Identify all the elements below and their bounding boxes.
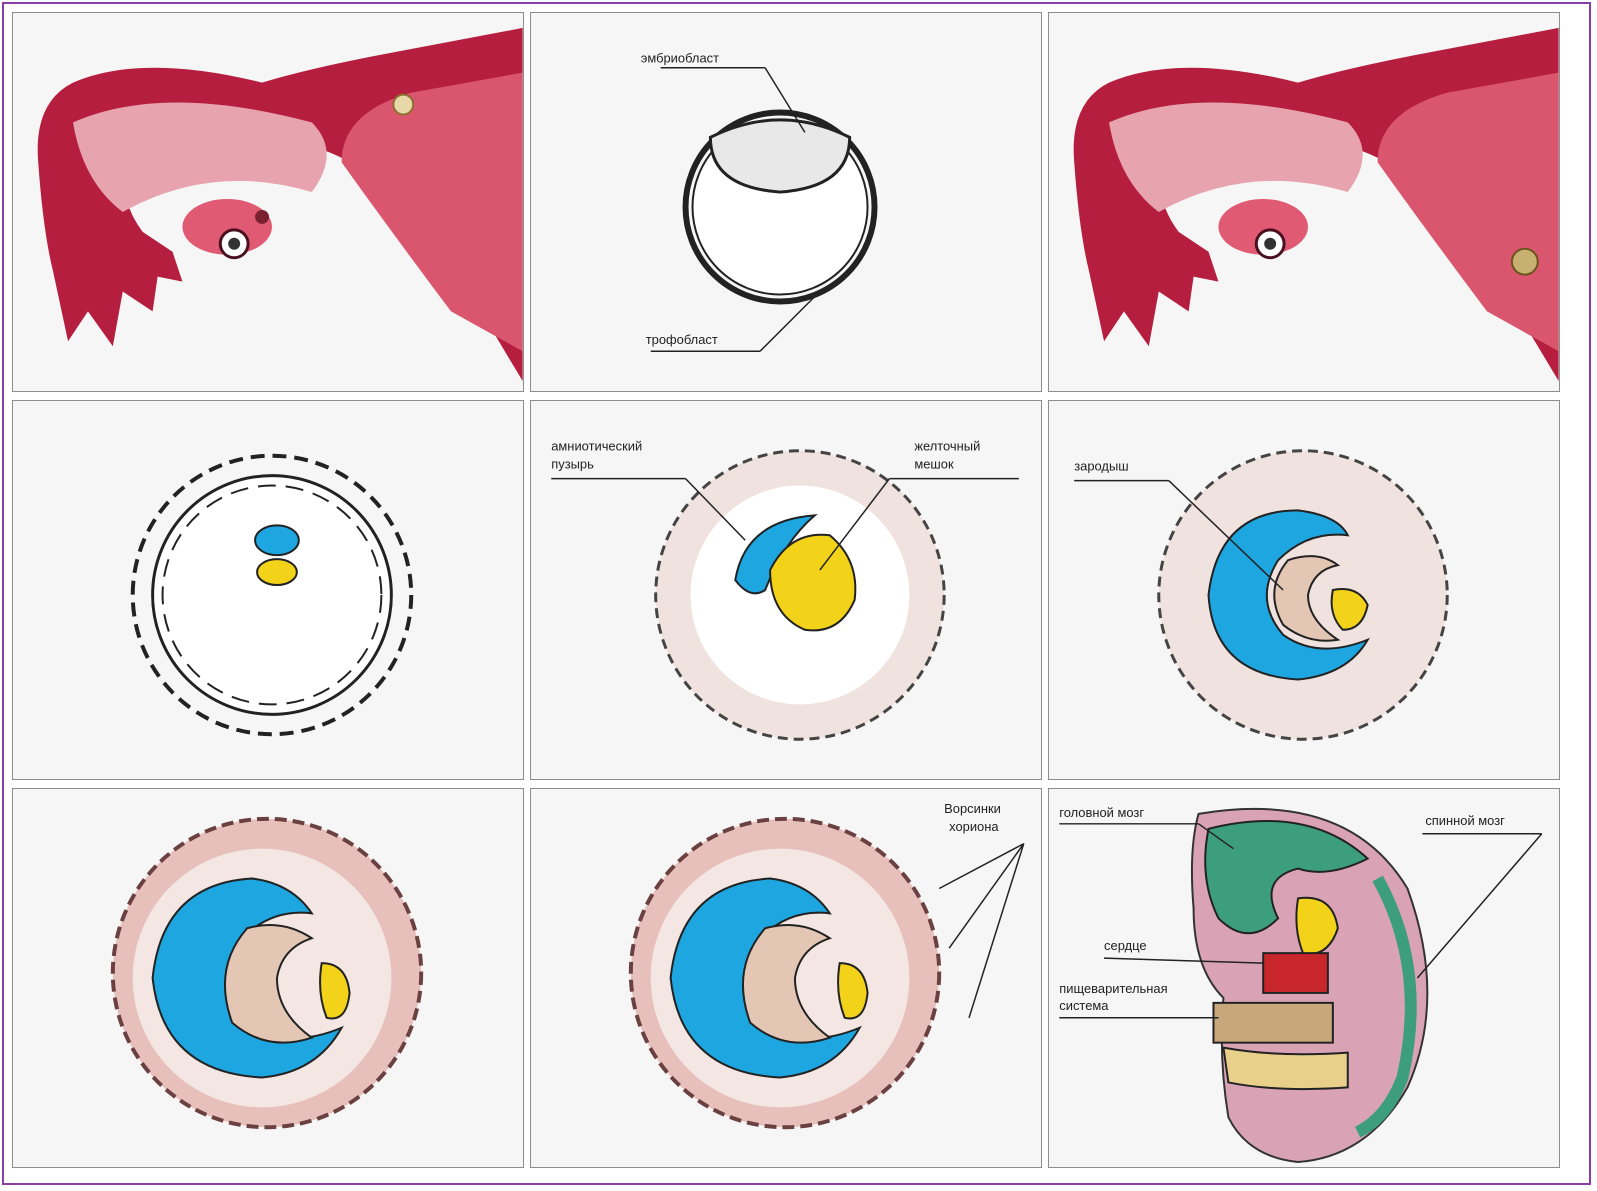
panel-early-implanted <box>12 400 524 780</box>
label-villi-1: Ворсинки <box>944 801 1001 816</box>
label-villi-2: хориона <box>949 819 999 834</box>
label-brain: головной мозг <box>1059 805 1144 820</box>
label-embryo: зародыш <box>1074 459 1128 474</box>
panel-amnion-yolk: амниотический пузырь желточный мешок <box>530 400 1042 780</box>
label-yolk-2: мешок <box>914 457 954 472</box>
panel-blastocyst: эмбриобласт трофобласт <box>530 12 1042 392</box>
panel-embryo-organs: головной мозг спинной мозг сердце пищева… <box>1048 788 1560 1168</box>
label-digestive-2: система <box>1059 998 1109 1013</box>
panel-embryo-chorion-a <box>12 788 524 1168</box>
panel-uterus-implantation <box>1048 12 1560 392</box>
label-heart: сердце <box>1104 938 1147 953</box>
panel-embryo-early: зародыш <box>1048 400 1560 780</box>
label-amnion-2: пузырь <box>551 457 594 472</box>
label-trophoblast: трофобласт <box>646 332 718 347</box>
uterus-illustration <box>13 13 523 391</box>
label-spinal-cord: спинной мозг <box>1425 813 1505 828</box>
label-digestive-1: пищеварительная <box>1059 981 1167 996</box>
panel-embryo-chorion-b: Ворсинки хориона <box>530 788 1042 1168</box>
panel-uterus-ovulation <box>12 12 524 392</box>
label-embryoblast: эмбриобласт <box>641 51 719 66</box>
label-amnion-1: амниотический <box>551 439 642 454</box>
label-yolk-1: желточный <box>914 439 980 454</box>
